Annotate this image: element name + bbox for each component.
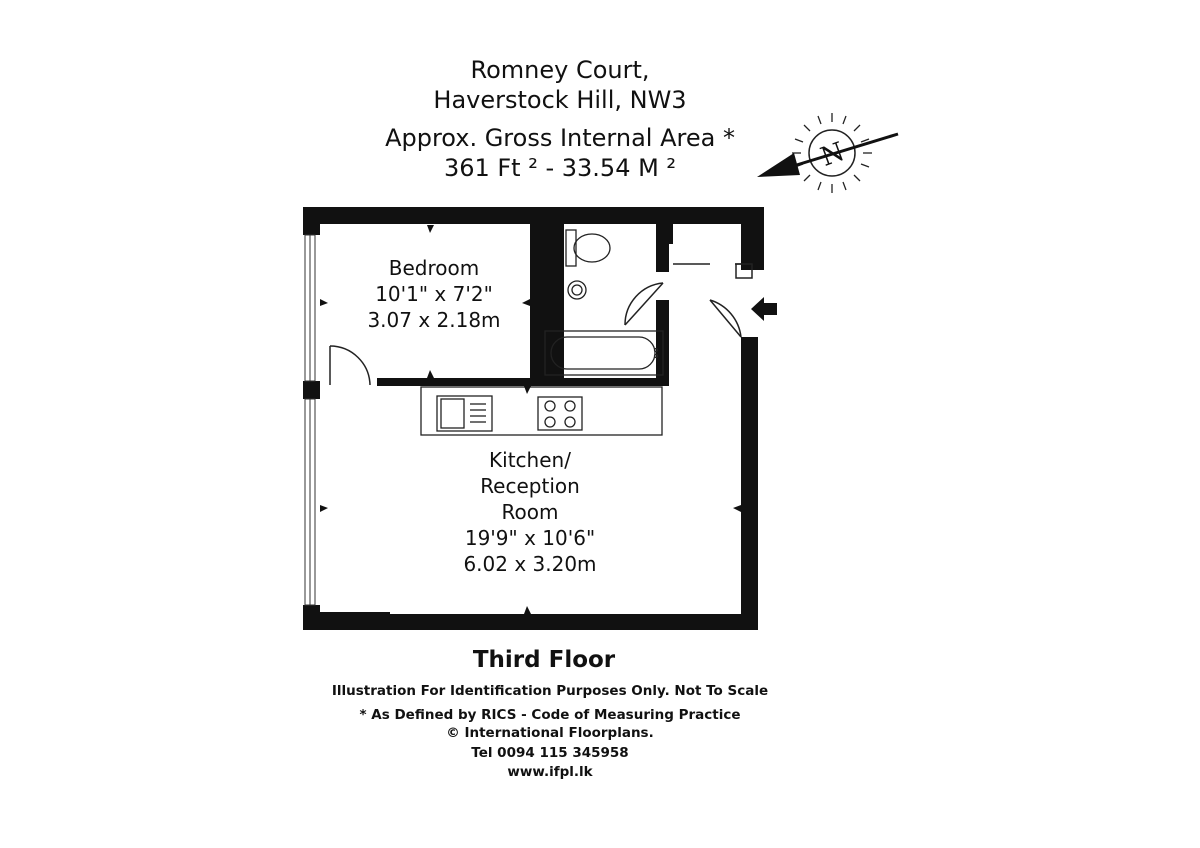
rics-note: * As Defined by RICS - Code of Measuring… — [359, 707, 741, 723]
website-note: www.ifpl.lk — [507, 764, 593, 780]
area-label: Approx. Gross Internal Area * — [385, 124, 735, 152]
room-name: Kitchen/ — [489, 448, 571, 472]
walls — [303, 207, 764, 630]
doors — [329, 282, 742, 386]
compass-letter: N — [817, 137, 849, 173]
window-bedroom — [304, 234, 316, 382]
floor-label: Third Floor — [472, 647, 616, 673]
compass-icon — [757, 113, 899, 193]
area-value: 361 Ft ² - 33.54 M ² — [443, 154, 677, 182]
telephone-note: Tel 0094 115 345958 — [471, 745, 629, 761]
room-name: Bedroom — [388, 256, 480, 280]
disclaimer-note: Illustration For Identification Purposes… — [331, 683, 769, 699]
copyright-note: © International Floorplans. — [446, 725, 654, 741]
room-label-kitchen-reception: Kitchen/ Reception Room 19'9" x 10'6" 6.… — [430, 447, 630, 577]
property-name: Romney Court, — [470, 56, 650, 84]
property-address: Haverstock Hill, NW3 — [433, 86, 687, 114]
room-name: Reception — [480, 474, 580, 498]
window-reception — [304, 398, 316, 606]
room-label-bedroom: Bedroom 10'1" x 7'2" 3.07 x 2.18m — [344, 255, 524, 333]
bathroom-fixtures — [544, 229, 664, 376]
room-name: Room — [501, 500, 559, 524]
room-dimensions-imperial: 10'1" x 7'2" — [375, 282, 493, 306]
dimension-markers — [320, 225, 741, 614]
room-dimensions-metric: 3.07 x 2.18m — [367, 308, 501, 332]
entrance-arrow-icon — [751, 297, 777, 321]
room-dimensions-metric: 6.02 x 3.20m — [463, 552, 597, 576]
kitchen-counter — [420, 386, 663, 436]
room-dimensions-imperial: 19'9" x 10'6" — [464, 526, 596, 550]
